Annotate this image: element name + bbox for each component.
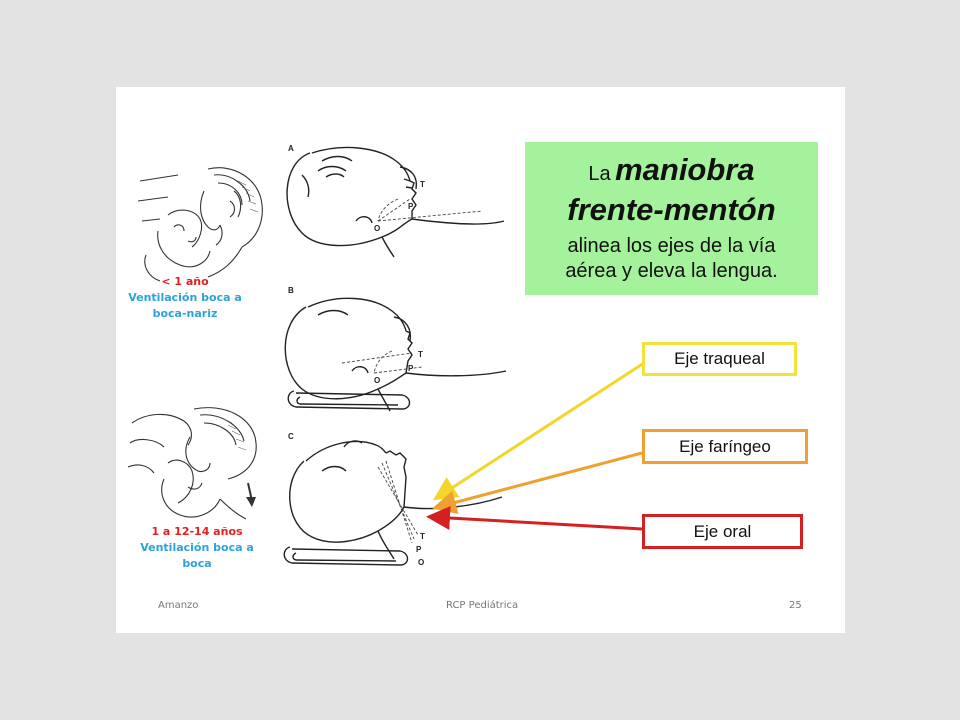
panel-a-label: A [288, 144, 294, 153]
oral-axis-text: Eje oral [693, 522, 752, 541]
b-letter-o: O [374, 376, 380, 385]
pharyngeal-axis-text: Eje faríngeo [679, 437, 771, 456]
b-letter-p: P [408, 364, 414, 373]
c-letter-t: T [420, 532, 425, 541]
child-technique-line2: boca [182, 557, 212, 570]
infant-technique-line1: Ventilación boca a [128, 291, 242, 304]
c-letter-o: O [418, 558, 424, 567]
slide: < 1 año Ventilación boca a boca-nariz 1 … [116, 87, 845, 633]
arrow-tracheal [432, 361, 645, 501]
callout-word1: maniobra [615, 152, 755, 187]
a-letter-t: T [420, 180, 425, 189]
child-technique-line1: Ventilación boca a [140, 541, 254, 554]
footer-author: Amanzo [158, 600, 199, 611]
a-letter-p: P [408, 202, 414, 211]
a-letter-o: O [374, 224, 380, 233]
panel-b-label: B [288, 286, 294, 295]
b-letter-t: T [418, 350, 423, 359]
oral-axis-label: Eje oral [642, 514, 803, 549]
axis-arrows [426, 361, 645, 531]
child-caption: 1 a 12-14 años Ventilación boca a boca [124, 524, 270, 572]
tracheal-axis-text: Eje traqueal [674, 349, 765, 368]
infant-technique-line2: boca-nariz [152, 307, 218, 320]
infant-ventilation-illustration [138, 167, 263, 282]
panel-c-label: C [288, 432, 294, 441]
footer-page: 25 [789, 600, 802, 611]
maneuver-callout: La maniobra frente-mentón alinea los eje… [525, 142, 818, 295]
callout-word2: frente-mentón [567, 192, 776, 227]
child-ventilation-illustration [128, 407, 257, 520]
pharyngeal-axis-label: Eje faríngeo [642, 429, 808, 464]
arrow-pharyngeal [432, 451, 643, 514]
callout-line4: aérea y eleva la lengua. [565, 260, 778, 282]
tracheal-axis-label: Eje traqueal [642, 342, 797, 376]
child-age: 1 a 12-14 años [151, 525, 243, 538]
arrow-oral [426, 506, 643, 531]
callout-line3: alinea los ejes de la vía [567, 235, 776, 257]
callout-prefix: La [588, 163, 611, 185]
infant-age: < 1 año [161, 275, 209, 288]
infant-caption: < 1 año Ventilación boca a boca-nariz [116, 274, 254, 322]
footer-title: RCP Pediátrica [446, 600, 519, 611]
c-letter-p: P [416, 545, 422, 554]
